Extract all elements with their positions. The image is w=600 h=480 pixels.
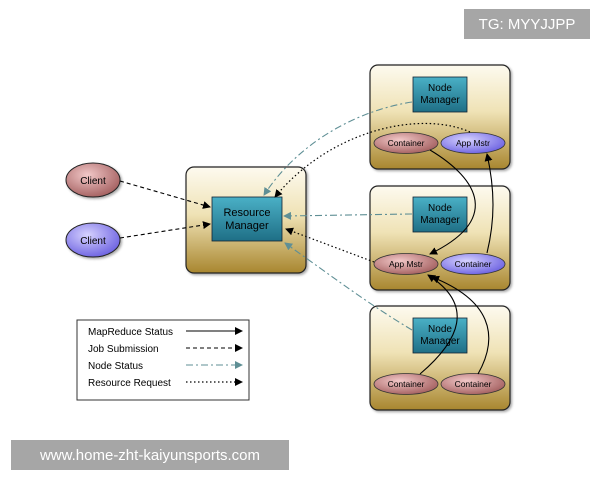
- node-manager-3-label-1: Node: [428, 324, 452, 335]
- container-1a-label: Container: [388, 138, 425, 148]
- node-status-arrow-1: [263, 101, 413, 196]
- mapreduce-status-arrow-1: [429, 149, 476, 255]
- node-status-arrow-3: [284, 242, 413, 331]
- legend: MapReduce Status Job Submission Node Sta…: [76, 319, 250, 401]
- node-manager-3-label-2: Manager: [420, 336, 460, 347]
- container-3a-label: Container: [388, 379, 425, 389]
- container-2b-label: Container: [455, 259, 492, 269]
- container-3a: [373, 373, 439, 395]
- app-master-1-label: App Mstr: [456, 138, 490, 148]
- legend-label-resource-request: Resource Request: [88, 378, 171, 389]
- client-1: Client: [65, 162, 121, 198]
- resource-request-arrow-1: [274, 122, 471, 198]
- client-2: Client: [65, 222, 121, 258]
- container-3b-label: Container: [455, 379, 492, 389]
- node-status-arrow-2: [283, 211, 413, 220]
- mapreduce-status-arrow-4: [431, 275, 490, 375]
- legend-label-mapreduce-status: MapReduce Status: [88, 327, 173, 338]
- node-manager-1-label-2: Manager: [420, 95, 460, 106]
- container-1a: [373, 132, 439, 154]
- resource-manager-label-1: Resource: [223, 207, 270, 219]
- container-2b: [440, 253, 506, 275]
- node-box-2: Node Manager App Mstr Container: [369, 185, 511, 291]
- resource-manager-box: Resource Manager: [185, 166, 307, 274]
- legend-label-node-status: Node Status: [88, 361, 143, 372]
- node-manager-1: [412, 76, 468, 113]
- watermark-top-right: TG: MYYJJPP: [464, 9, 590, 39]
- job-submission-arrow-1: [119, 180, 211, 209]
- mapreduce-status-arrow-2: [484, 153, 494, 254]
- node-manager-3: [412, 317, 468, 354]
- job-submission-arrow-2: [119, 221, 211, 239]
- node-box-1: Node Manager Container App Mstr: [369, 64, 511, 170]
- node-manager-2: [412, 196, 468, 233]
- client-1-label: Client: [80, 176, 106, 187]
- resource-manager-label-2: Manager: [225, 220, 269, 232]
- app-master-2-label: App Mstr: [389, 259, 423, 269]
- legend-label-job-submission: Job Submission: [88, 344, 159, 355]
- node-manager-1-label-1: Node: [428, 83, 452, 94]
- node-manager-2-label-2: Manager: [420, 215, 460, 226]
- watermark-bottom-left: www.home-zht-kaiyunsports.com: [11, 440, 289, 470]
- node-manager-2-label-1: Node: [428, 203, 452, 214]
- app-master-1: [440, 132, 506, 154]
- resource-manager: [211, 196, 283, 242]
- mapreduce-status-arrow-3: [419, 274, 458, 375]
- node-box-3: Node Manager Container Container: [369, 305, 511, 411]
- client-2-label: Client: [80, 236, 106, 247]
- container-3b: [440, 373, 506, 395]
- app-master-2: [373, 253, 439, 275]
